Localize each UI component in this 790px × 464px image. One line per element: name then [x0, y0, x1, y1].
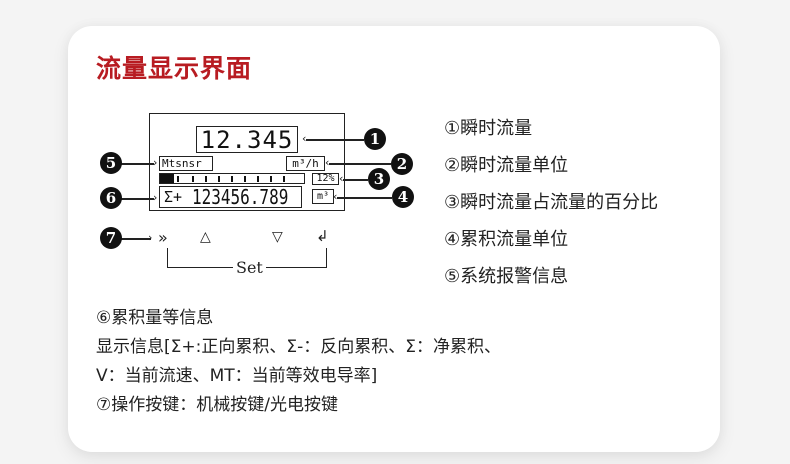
arrow-right-icon: ›: [148, 231, 153, 244]
marker-4: 4: [392, 186, 414, 208]
shift-key-icon[interactable]: »: [158, 228, 168, 247]
note-line: ⑥累积量等信息: [96, 308, 214, 328]
total-prefix: Σ+: [164, 187, 183, 206]
callout-line-7: [121, 238, 151, 240]
bar-tick: [283, 176, 285, 182]
total-value: 123456.789: [192, 185, 289, 209]
page-title: 流量显示界面: [96, 54, 253, 83]
lcd-display-panel: [149, 113, 345, 211]
marker-2: 2: [391, 153, 413, 175]
alarm-info: Mtsnsr: [159, 156, 213, 171]
content-card: [68, 26, 720, 452]
bar-tick: [231, 176, 233, 182]
set-label: Set: [233, 258, 266, 278]
note-line: V：当前流速、MT：当前等效电导率]: [96, 366, 378, 386]
legend-item: ⑤系统报警信息: [444, 266, 569, 287]
marker-5: 5: [100, 152, 122, 174]
note-line: ⑦操作按键：机械按键/光电按键: [96, 395, 338, 415]
legend-item: ①瞬时流量: [444, 118, 533, 139]
callout-line-3: [343, 179, 368, 181]
marker-7: 7: [100, 227, 122, 249]
legend-list: ①瞬时流量 ②瞬时流量单位 ③瞬时流量占流量的百分比 ④累积流量单位 ⑤系统报警…: [444, 110, 658, 295]
bar-tick: [257, 176, 259, 182]
flow-percent: 12%: [312, 173, 339, 185]
bar-tick: [270, 176, 272, 182]
total-unit: m³: [312, 189, 334, 204]
marker-3: 3: [368, 168, 390, 190]
flow-unit: m³/h: [286, 156, 325, 171]
bar-tick: [218, 176, 220, 182]
callout-line-5: [121, 163, 154, 165]
callout-line-4: [337, 197, 392, 199]
instant-flow-value: 12.345: [196, 126, 298, 153]
note-line: 显示信息[Σ+:正向累积、Σ-：反向累积、Σ：净累积、: [96, 337, 501, 357]
bar-tick: [244, 176, 246, 182]
legend-item: ②瞬时流量单位: [444, 155, 569, 176]
total-flow: Σ+ 123456.789: [159, 186, 302, 208]
arrow-left-icon: ‹: [333, 190, 338, 203]
callout-line-1: [306, 139, 364, 141]
arrow-right-icon: ›: [153, 156, 158, 169]
bar-tick: [205, 176, 207, 182]
arrow-left-icon: ‹: [325, 156, 330, 169]
down-key-icon[interactable]: ▽: [272, 229, 283, 245]
percent-bar: [159, 173, 305, 184]
arrow-left-icon: ‹: [302, 132, 307, 145]
marker-6: 6: [100, 187, 122, 209]
marker-1: 1: [364, 128, 386, 150]
callout-line-2: [329, 163, 391, 165]
percent-bar-fill: [160, 174, 174, 183]
up-key-icon[interactable]: △: [200, 229, 211, 245]
callout-line-6: [121, 198, 154, 200]
bar-tick: [192, 176, 194, 182]
notes-list: ⑥累积量等信息 显示信息[Σ+:正向累积、Σ-：反向累积、Σ：净累积、 V：当前…: [96, 304, 501, 420]
arrow-left-icon: ‹: [339, 172, 344, 185]
legend-item: ④累积流量单位: [444, 229, 569, 250]
bar-tick: [177, 176, 179, 182]
arrow-right-icon: ›: [153, 191, 158, 204]
enter-key-icon[interactable]: ↲: [316, 227, 329, 245]
legend-item: ③瞬时流量占流量的百分比: [444, 192, 659, 213]
